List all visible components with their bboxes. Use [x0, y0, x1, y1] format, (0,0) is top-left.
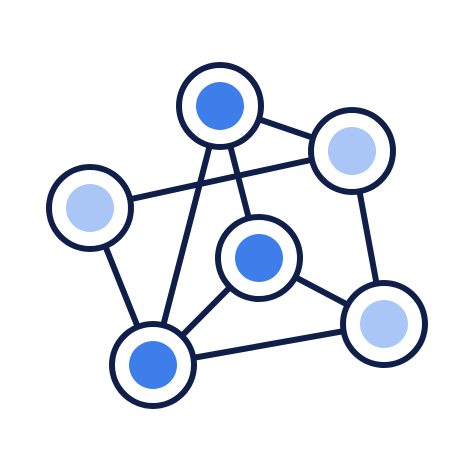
- node-left: [46, 164, 134, 252]
- node-center: [215, 214, 303, 302]
- node-core-light: [328, 127, 376, 175]
- node-core-light: [360, 300, 408, 348]
- node-top-right: [308, 107, 396, 195]
- edge-left-top-right: [87, 148, 355, 211]
- edge-top-bottom-left: [150, 103, 223, 368]
- nodes-layer: [46, 62, 428, 409]
- node-core-light: [66, 184, 114, 232]
- node-core-dark: [196, 82, 244, 130]
- node-top: [176, 62, 264, 150]
- node-bottom-right: [340, 280, 428, 368]
- node-core-dark: [129, 341, 177, 389]
- node-core-dark: [235, 234, 283, 282]
- node-bottom-left: [109, 321, 197, 409]
